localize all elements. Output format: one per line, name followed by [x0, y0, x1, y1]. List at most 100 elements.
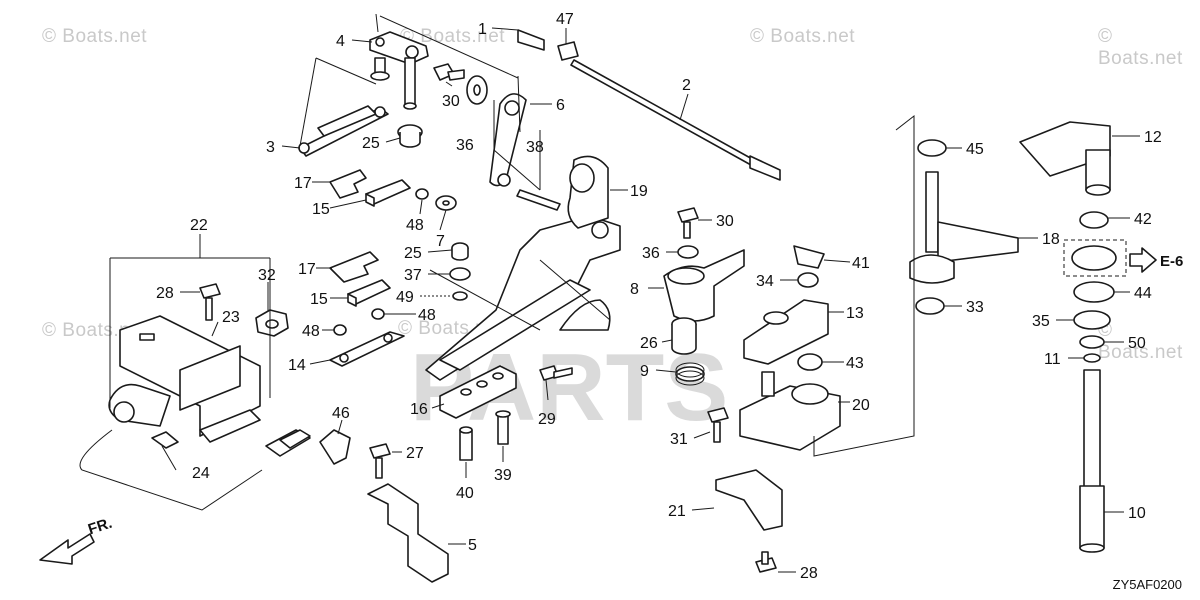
part-25-grommet [451, 242, 469, 261]
reference-arrow-icon [1129, 247, 1157, 273]
part-27-bolt [369, 443, 391, 479]
part-15-block [365, 179, 411, 207]
callout-45: 45 [966, 141, 984, 158]
part-37-washer [449, 267, 471, 281]
watermark: © Boats.net [750, 26, 856, 47]
part-42-bushing [1079, 211, 1109, 229]
part-4-arm [369, 31, 429, 110]
callout-17: 17 [294, 175, 312, 192]
part-25-grommet [397, 124, 423, 148]
callout-33: 33 [966, 299, 984, 316]
part-22-switch [79, 383, 263, 511]
callout-46: 46 [332, 405, 350, 422]
part-29-bolt [539, 365, 573, 381]
callout-9: 9 [640, 363, 649, 380]
diagram-code: ZY5AF0200 [1112, 577, 1182, 592]
callout-38: 38 [526, 139, 544, 156]
callout-36: 36 [642, 245, 660, 262]
callout-31: 31 [670, 431, 688, 448]
part-9-spring [675, 362, 705, 386]
callout-15: 15 [310, 291, 328, 308]
callout-22: 22 [190, 217, 208, 234]
part-36-washer [677, 245, 699, 259]
callout-29: 29 [538, 411, 556, 428]
part-41-clip [793, 245, 825, 269]
callout-23: 23 [222, 309, 240, 326]
callout-4: 4 [336, 33, 345, 50]
part-16-cushion [439, 365, 517, 419]
callout-44: 44 [1134, 285, 1152, 302]
part-3-link [298, 105, 389, 157]
callout-19: 19 [630, 183, 648, 200]
part-2-cable [570, 59, 781, 181]
part-45-washer [917, 139, 947, 157]
callout-5: 5 [468, 537, 477, 554]
callout-21: 21 [668, 503, 686, 520]
callout-16: 16 [410, 401, 428, 418]
callout-48: 48 [418, 307, 436, 324]
part-48-nut [333, 324, 347, 336]
part-12-sector [1019, 121, 1111, 196]
callout-48: 48 [406, 217, 424, 234]
part-31-bolt [707, 407, 729, 443]
callout-24: 24 [192, 465, 210, 482]
callout-11: 11 [1044, 351, 1061, 368]
callout-14: 14 [288, 357, 306, 374]
part-5-bracket [367, 483, 449, 583]
watermark: © Boats.net [42, 26, 148, 47]
part-14-plate [329, 331, 405, 367]
callout-28: 28 [800, 565, 818, 582]
part-33-washer [915, 297, 945, 315]
callout-32: 32 [258, 267, 276, 284]
watermark: © Boats.net [400, 26, 506, 47]
callout-25: 25 [404, 245, 422, 262]
leader-lines [109, 13, 915, 457]
part-40-pin [459, 426, 473, 461]
callout-labels: 1 47 4 2 30 6 3 25 36 38 [156, 11, 1162, 582]
callout-35: 35 [1032, 313, 1050, 330]
part-26-bushing [671, 317, 697, 355]
part-28-bolt [755, 551, 777, 573]
part-30-bolt [677, 207, 699, 239]
part-23-bracket [119, 315, 261, 443]
callout-30: 30 [716, 213, 734, 230]
part-18-sector [909, 171, 1019, 284]
callout-17: 17 [298, 261, 316, 278]
callout-8: 8 [630, 281, 639, 298]
watermark: © Boats.net [1098, 320, 1183, 363]
part-11-clip [1083, 353, 1101, 363]
part-19-bracket [425, 155, 621, 381]
part-48-nut [415, 188, 429, 200]
callout-12: 12 [1144, 129, 1162, 146]
callout-47: 47 [556, 11, 574, 28]
callout-41: 41 [852, 255, 870, 272]
watermark: © Boats.net [1098, 26, 1183, 69]
part-20-base [739, 371, 841, 451]
callout-15: 15 [312, 201, 330, 218]
callout-37: 37 [404, 267, 422, 284]
callout-6: 6 [556, 97, 565, 114]
part-21-bracket [715, 469, 783, 531]
part-44-bearing [1063, 239, 1127, 303]
reference-label: E-6 [1160, 253, 1183, 270]
callout-13: 13 [846, 305, 864, 322]
part-34-nut [797, 272, 819, 288]
callout-49: 49 [396, 289, 414, 306]
callout-10: 10 [1128, 505, 1146, 522]
callout-1: 1 [478, 21, 487, 38]
callout-2: 2 [682, 77, 691, 94]
part-39-pin [495, 410, 511, 445]
callout-3: 3 [266, 139, 275, 156]
callout-25: 25 [362, 135, 380, 152]
part-46-clip [319, 429, 351, 465]
callout-36: 36 [456, 137, 474, 154]
part-10-shaft [1079, 369, 1105, 553]
part-6-lever [489, 93, 527, 187]
callout-26: 26 [640, 335, 658, 352]
part-8-arm [663, 249, 745, 322]
part-50-ring [1079, 335, 1105, 349]
connector [265, 429, 311, 457]
part-17-clip [329, 169, 367, 199]
